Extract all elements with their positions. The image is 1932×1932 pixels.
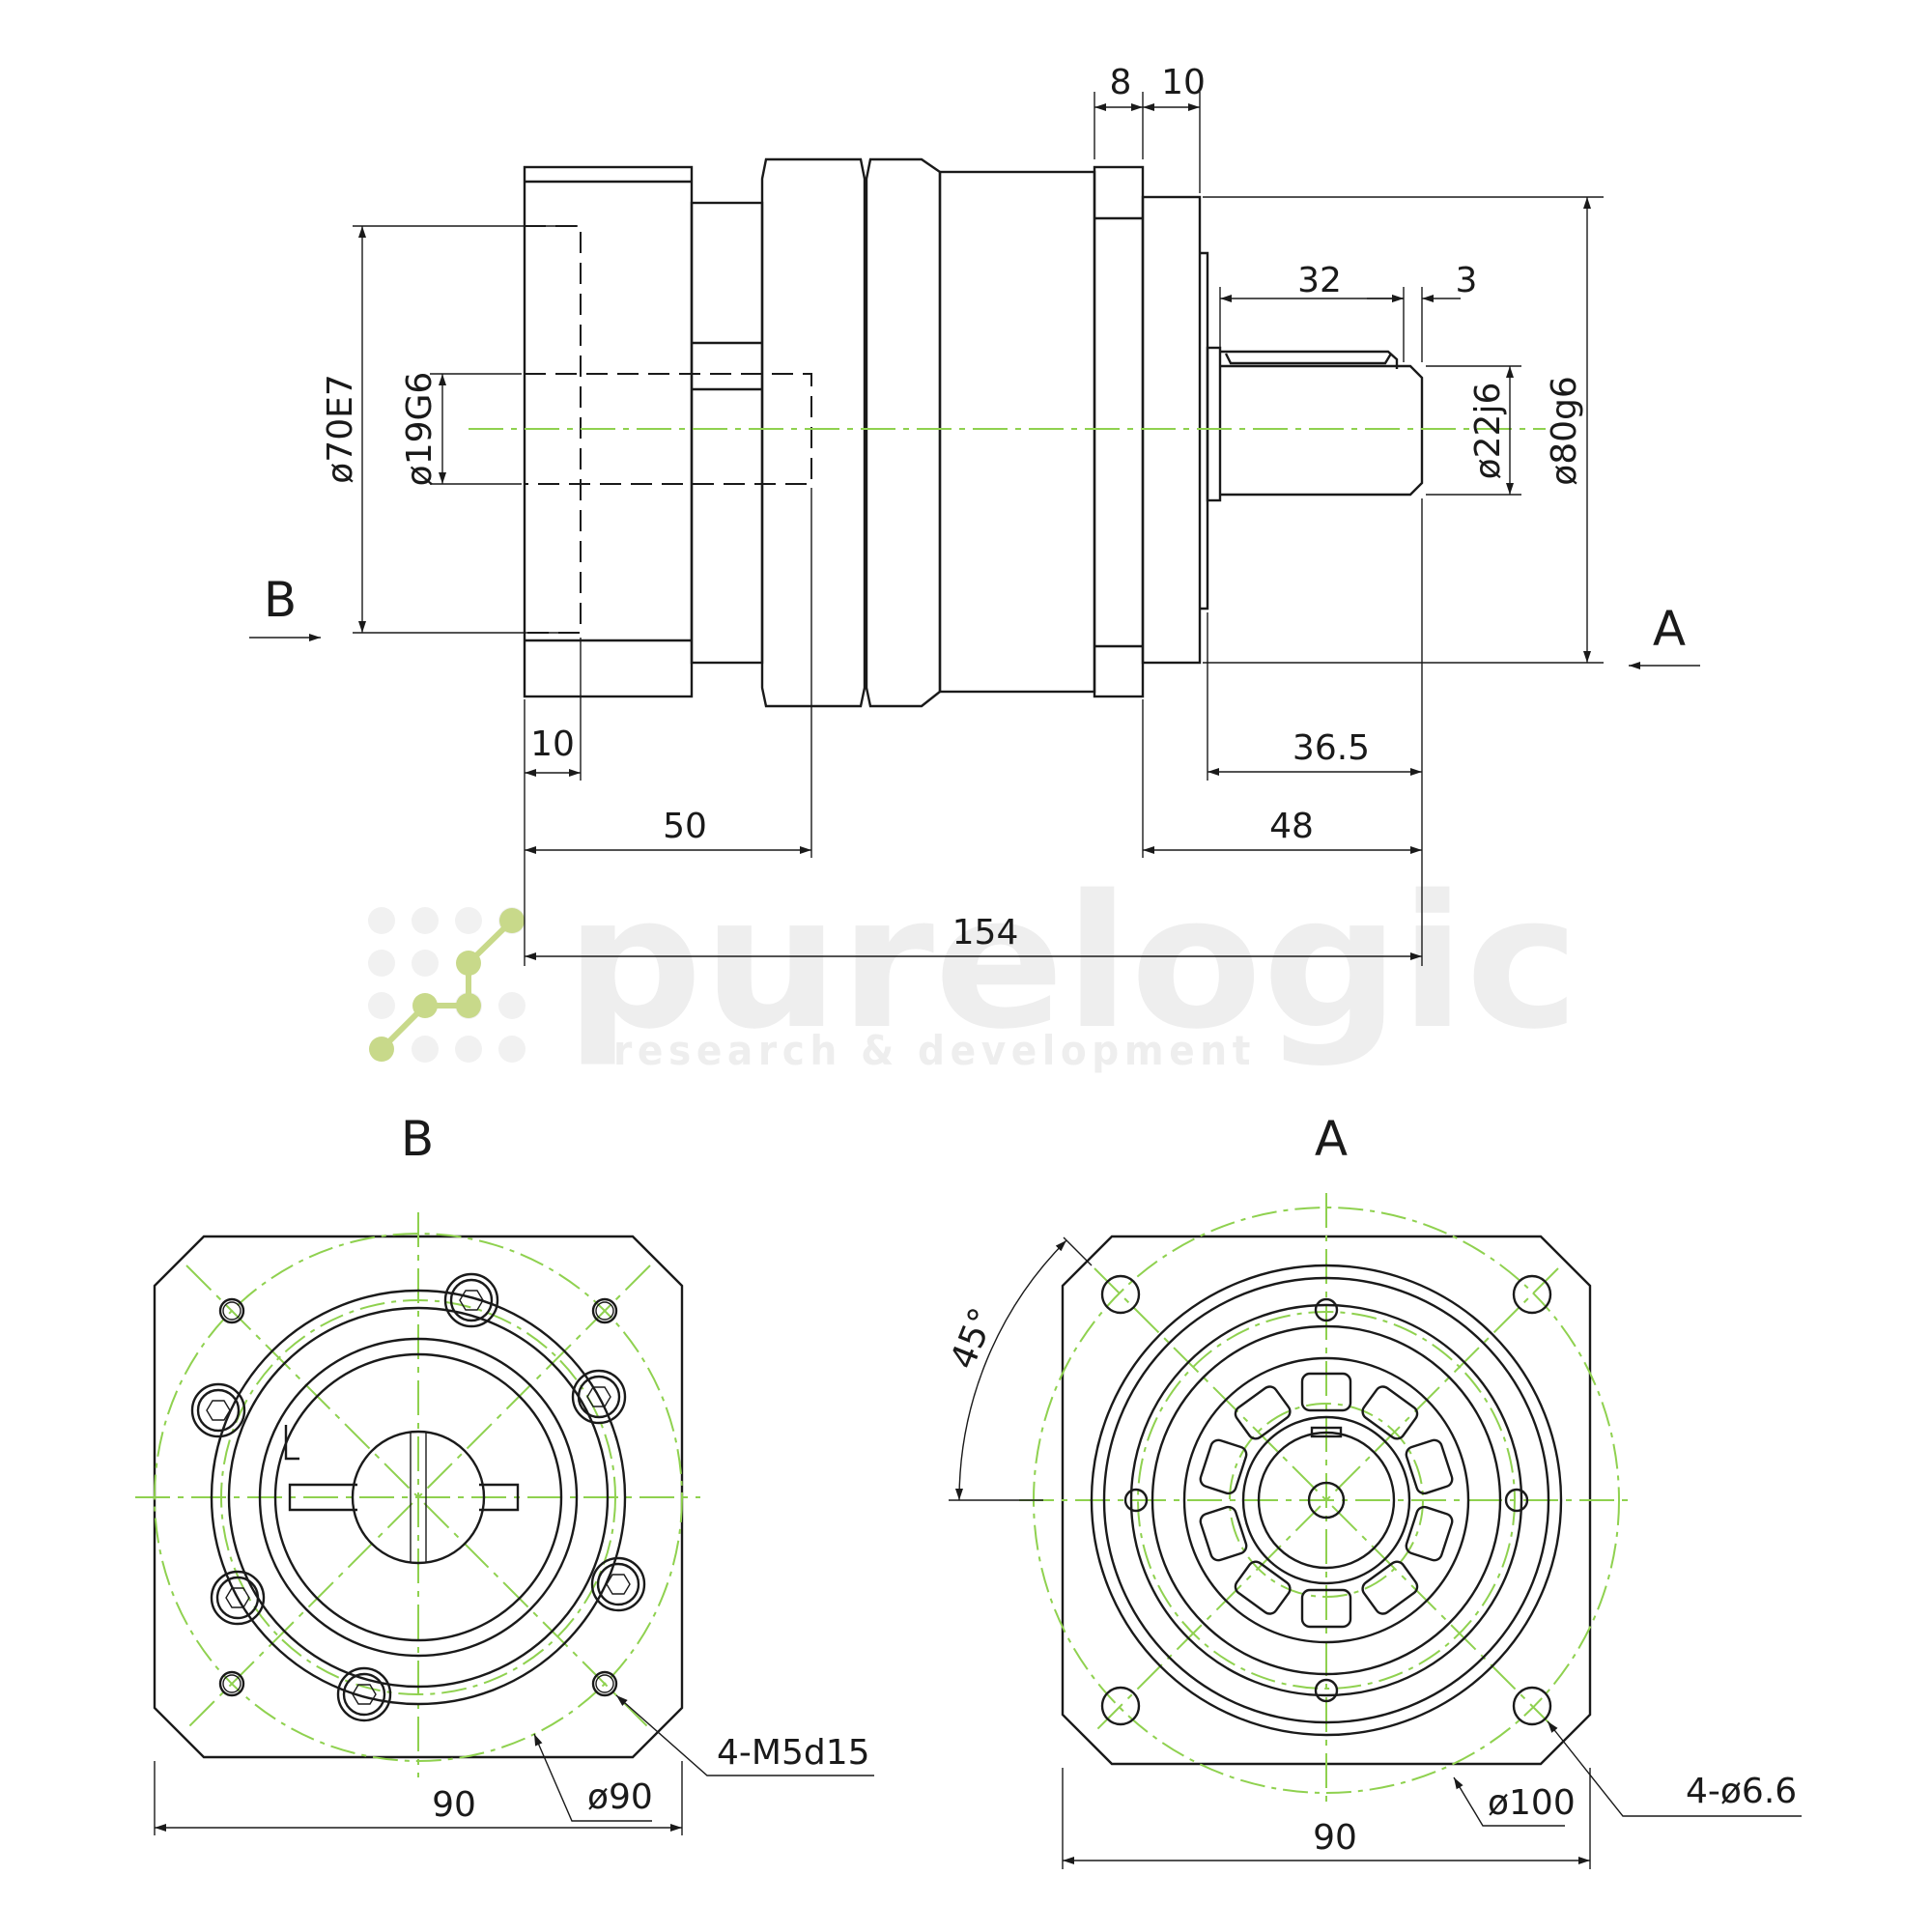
view-b-mounting-holes bbox=[218, 1297, 618, 1697]
watermark-brand: purelogic bbox=[565, 856, 1579, 1069]
hex-screw-icon bbox=[590, 1556, 646, 1612]
dim-154: 154 bbox=[952, 913, 1019, 952]
dim-8: 8 bbox=[1110, 63, 1132, 102]
dim-3: 3 bbox=[1456, 261, 1478, 300]
view-a-hole-tr bbox=[1512, 1274, 1552, 1315]
hex-screw-icon bbox=[336, 1666, 392, 1722]
dim-dia-80: ø80g6 bbox=[1545, 376, 1584, 486]
view-b-flange-outline bbox=[153, 1235, 684, 1759]
watermark-tagline: research & development bbox=[613, 1027, 1256, 1074]
dim-10-bottom: 10 bbox=[530, 724, 575, 764]
dim-50: 50 bbox=[663, 807, 707, 846]
watermark: purelogic research & development bbox=[368, 856, 1579, 1074]
view-b-hole-br bbox=[591, 1670, 618, 1697]
side-view-body bbox=[523, 157, 1424, 708]
view-arrow-a-label: A bbox=[1653, 601, 1686, 657]
hex-screw-icon bbox=[571, 1369, 627, 1425]
view-a-width-dim: 90 bbox=[1313, 1818, 1357, 1858]
view-a-pcd-callout: ø100 bbox=[1488, 1783, 1576, 1823]
view-arrow-b-label: B bbox=[264, 572, 297, 628]
view-b-pcd-callout: ø90 bbox=[587, 1777, 653, 1817]
view-a-mounting-holes bbox=[1100, 1274, 1552, 1726]
hex-screw-icon bbox=[190, 1382, 246, 1438]
view-a-body bbox=[1090, 1264, 1563, 1737]
view-a-holes-callout: 4-ø6.6 bbox=[1686, 1772, 1797, 1811]
view-a-callouts: ø100 4-ø6.6 90 bbox=[1062, 1720, 1802, 1869]
view-arrow-a: A bbox=[1629, 601, 1700, 669]
dim-10-top: 10 bbox=[1161, 63, 1206, 102]
view-b-centerlines bbox=[135, 1212, 700, 1777]
view-b-width-dim: 90 bbox=[432, 1785, 476, 1825]
dim-48: 48 bbox=[1269, 807, 1314, 846]
view-a-centerlines bbox=[1019, 1193, 1633, 1806]
view-b-title: B bbox=[401, 1111, 434, 1167]
view-a-angle-dim: 45° bbox=[943, 1236, 1093, 1501]
view-arrow-b: B bbox=[249, 572, 321, 641]
watermark-logo-icon bbox=[368, 907, 526, 1063]
view-b-hole-tr bbox=[591, 1297, 618, 1324]
view-b: B bbox=[135, 1111, 874, 1835]
view-b-hole-tl bbox=[218, 1297, 245, 1324]
dim-dia-70: ø70E7 bbox=[321, 374, 360, 483]
view-a-title: A bbox=[1315, 1111, 1348, 1167]
dim-dia-22: ø22j6 bbox=[1468, 383, 1508, 480]
side-view-extension-lines bbox=[353, 92, 1604, 966]
view-a-angle-label: 45° bbox=[943, 1302, 1003, 1375]
view-b-callouts: 4-M5d15 ø90 90 bbox=[154, 1694, 874, 1835]
side-view: 8 10 32 3 ø70E7 ø19G6 ø22j6 ø80g6 10 50 … bbox=[249, 63, 1700, 966]
side-view-dimension-lines bbox=[358, 103, 1591, 960]
view-b-holes-callout: 4-M5d15 bbox=[717, 1733, 870, 1773]
dim-dia-19: ø19G6 bbox=[400, 372, 440, 487]
view-b-hole-bl bbox=[218, 1670, 245, 1697]
view-b-body bbox=[210, 1289, 627, 1706]
dim-32: 32 bbox=[1297, 261, 1342, 300]
hex-screw-icon bbox=[443, 1272, 499, 1328]
view-a: A bbox=[943, 1111, 1802, 1869]
dim-36-5: 36.5 bbox=[1293, 728, 1370, 768]
view-a-hole-br bbox=[1512, 1686, 1552, 1726]
view-a-small-holes bbox=[1123, 1297, 1529, 1703]
view-a-hole-bl bbox=[1100, 1686, 1141, 1726]
hex-screw-icon bbox=[210, 1570, 266, 1626]
view-b-screw-heads bbox=[190, 1272, 646, 1722]
view-a-lightening-pockets bbox=[1199, 1372, 1454, 1629]
view-a-hole-tl bbox=[1100, 1274, 1141, 1315]
